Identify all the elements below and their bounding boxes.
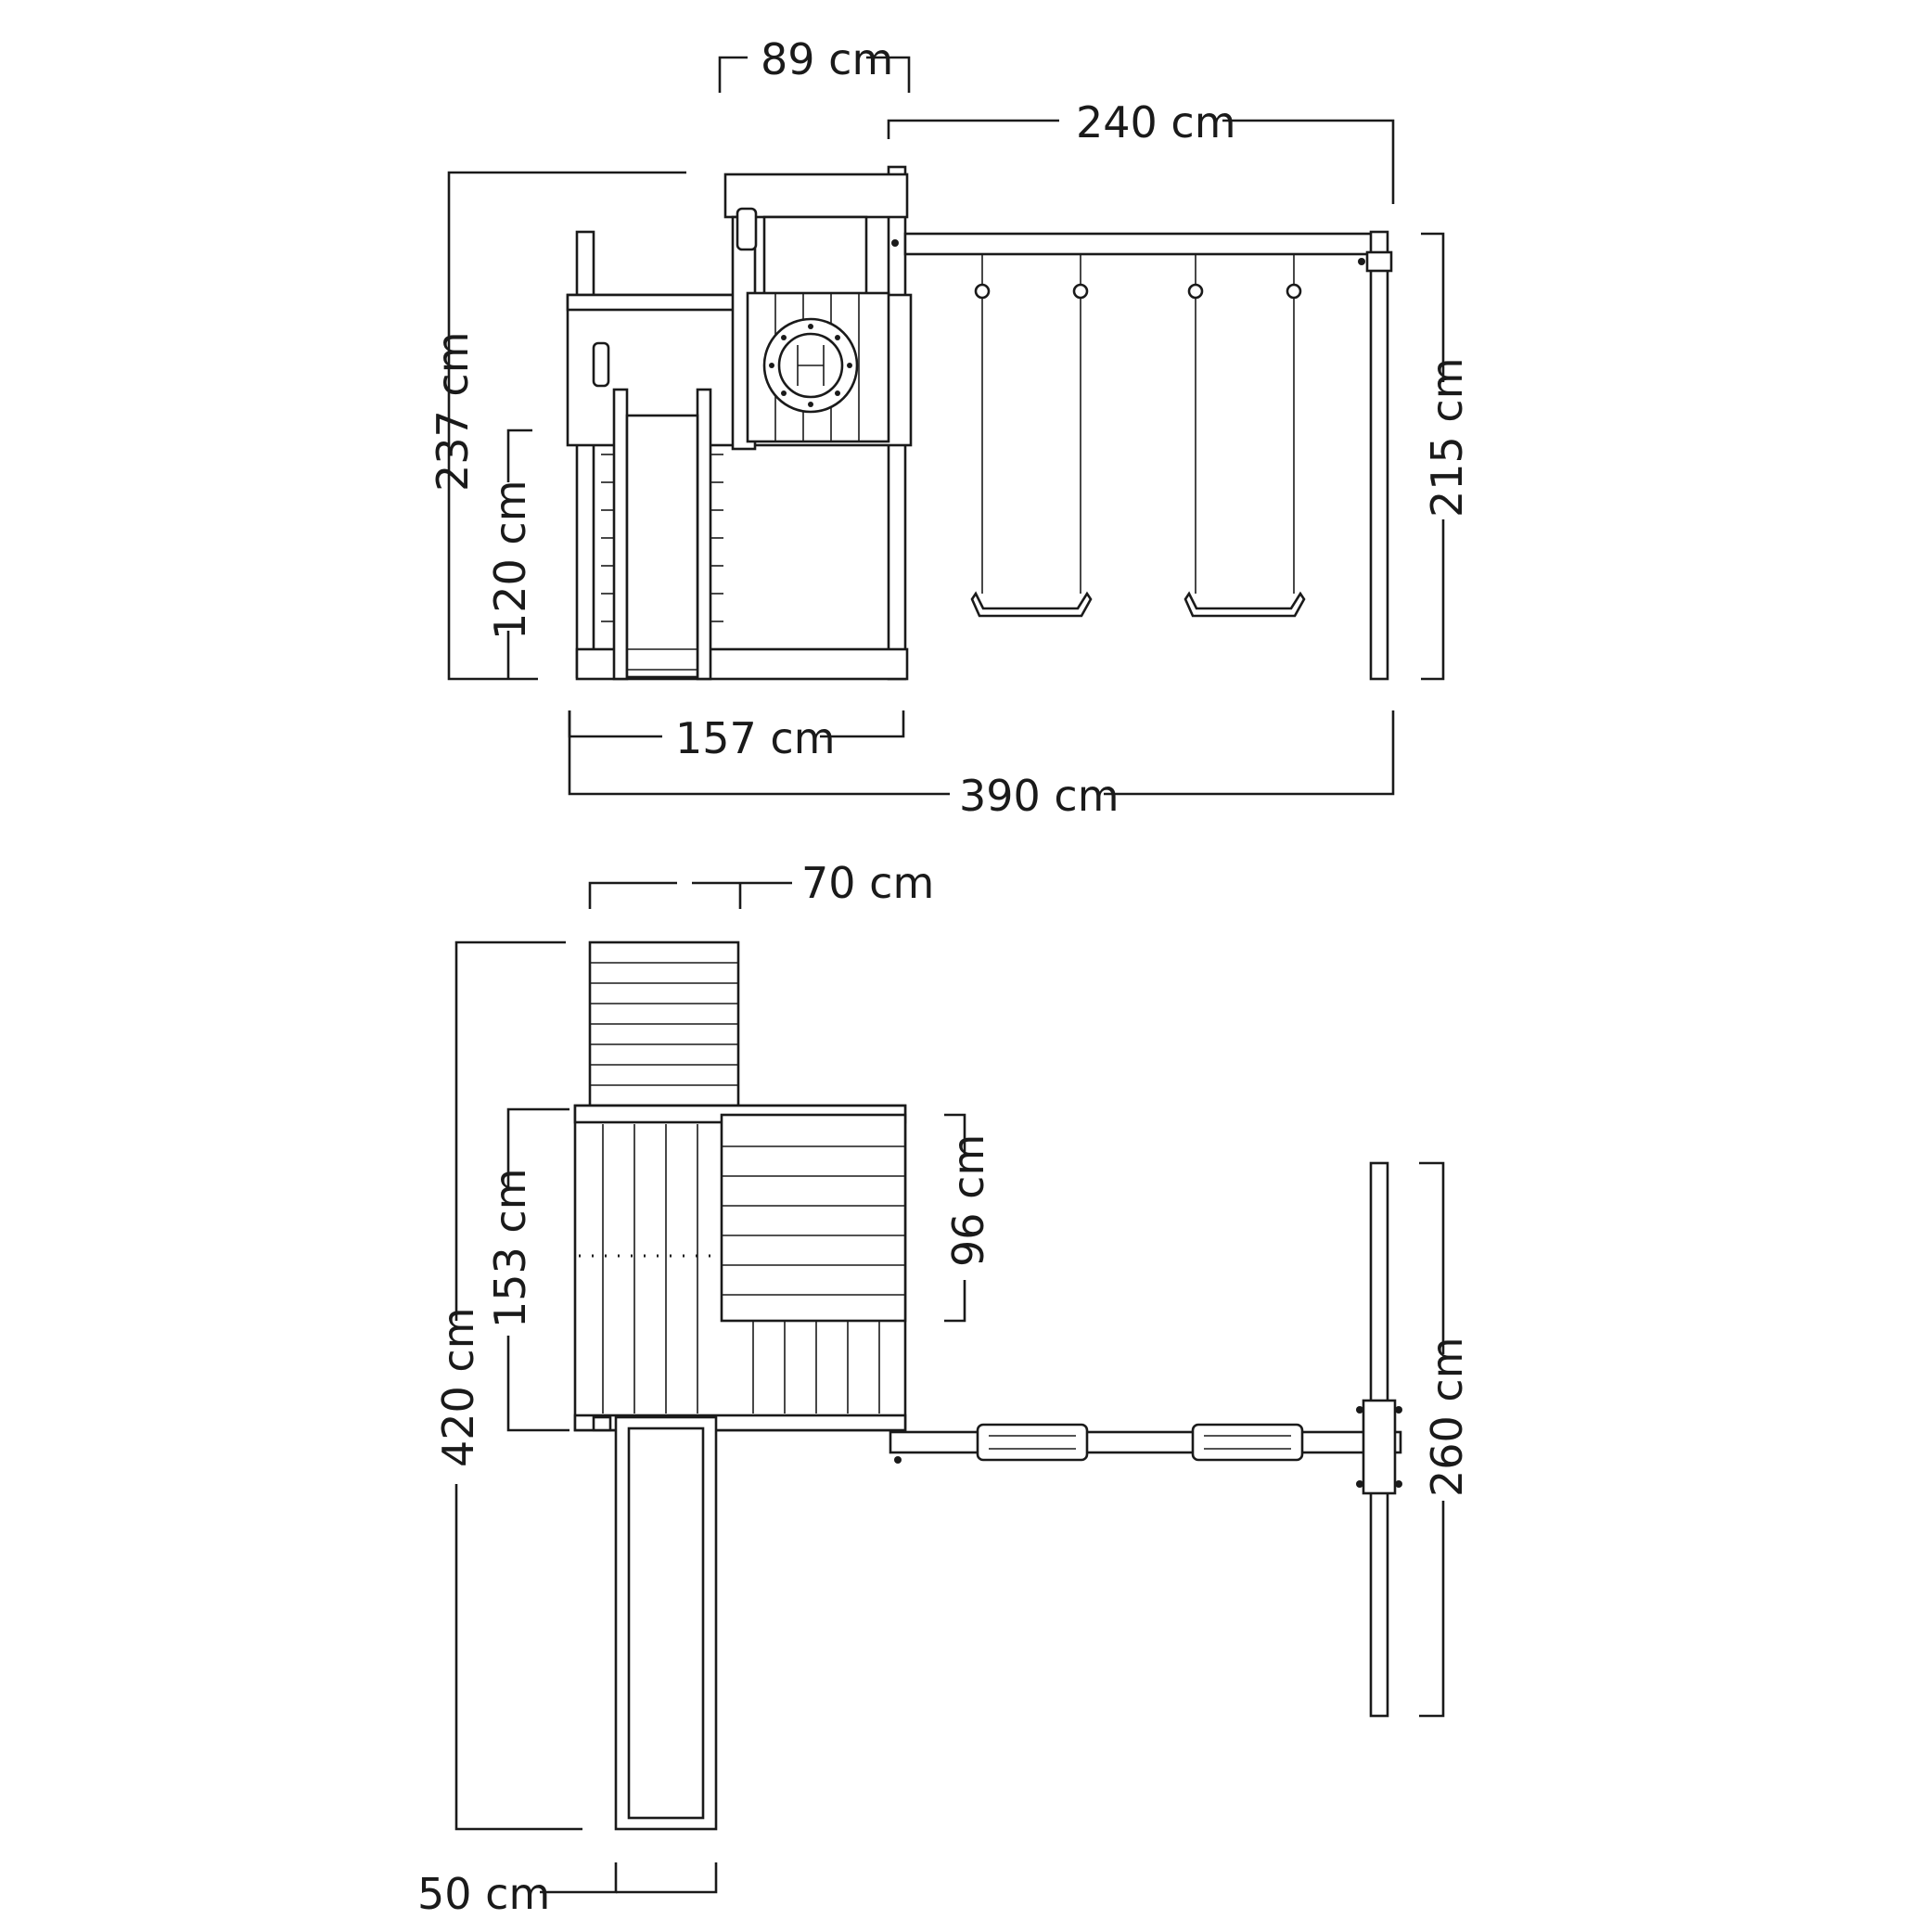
dimension-215cm: 215 cm xyxy=(1421,232,1472,681)
swing-1 xyxy=(970,254,1093,618)
dimension-label-237cm: 237 cm xyxy=(428,331,478,492)
dimension-label-96cm: 96 cm xyxy=(943,1134,993,1267)
dimension-label-70cm: 70 cm xyxy=(801,858,934,908)
handle-bars xyxy=(592,207,758,388)
swing-beam-plan xyxy=(889,1430,1402,1464)
dimension-label-215cm: 215 cm xyxy=(1422,357,1472,518)
dimension-157cm: 157 cm xyxy=(568,710,905,763)
porthole-wall xyxy=(746,291,890,443)
dimension-260cm: 260 cm xyxy=(1419,1161,1472,1718)
dimension-label-420cm: 420 cm xyxy=(433,1307,483,1467)
top-plan-view: 70 cm 420 cm 153 cm 96 cm 260 cm xyxy=(417,858,1472,1919)
swing-frame-plan xyxy=(1356,1161,1402,1718)
dimension-label-89cm: 89 cm xyxy=(761,34,893,84)
dimension-label-50cm: 50 cm xyxy=(417,1869,550,1919)
dimension-237cm: 237 cm xyxy=(428,171,686,681)
dimension-label-390cm: 390 cm xyxy=(959,771,1120,821)
dimension-390cm: 390 cm xyxy=(568,710,1395,821)
dimension-50cm: 50 cm xyxy=(417,1862,718,1919)
swing-beam xyxy=(891,230,1393,681)
slide-plan xyxy=(592,1415,718,1831)
climbing-wall-rungs xyxy=(601,454,723,622)
swing-seat-plan-2 xyxy=(1191,1423,1304,1462)
dimension-label-240cm: 240 cm xyxy=(1076,97,1236,147)
front-elevation-view: 89 cm 240 cm 237 cm 120 cm 215 cm xyxy=(428,34,1472,821)
ladder-plan xyxy=(588,940,740,1107)
swing-seat-plan-1 xyxy=(976,1423,1089,1462)
dimension-70cm: 70 cm xyxy=(588,858,934,909)
dimension-label-120cm: 120 cm xyxy=(485,480,535,640)
dimension-96cm: 96 cm xyxy=(943,1113,993,1323)
dimension-label-260cm: 260 cm xyxy=(1422,1337,1472,1497)
swing-2 xyxy=(1184,254,1306,618)
slide-front xyxy=(612,388,712,681)
roof-panel-plan xyxy=(720,1113,907,1323)
dimension-label-153cm: 153 cm xyxy=(485,1168,535,1328)
dimension-120cm: 120 cm xyxy=(485,429,535,679)
dimension-label-157cm: 157 cm xyxy=(675,713,836,763)
dimension-153cm: 153 cm xyxy=(485,1107,569,1432)
dimension-240cm: 240 cm xyxy=(887,97,1395,204)
dimension-420cm: 420 cm xyxy=(433,940,582,1831)
dimension-89cm: 89 cm xyxy=(718,34,911,93)
